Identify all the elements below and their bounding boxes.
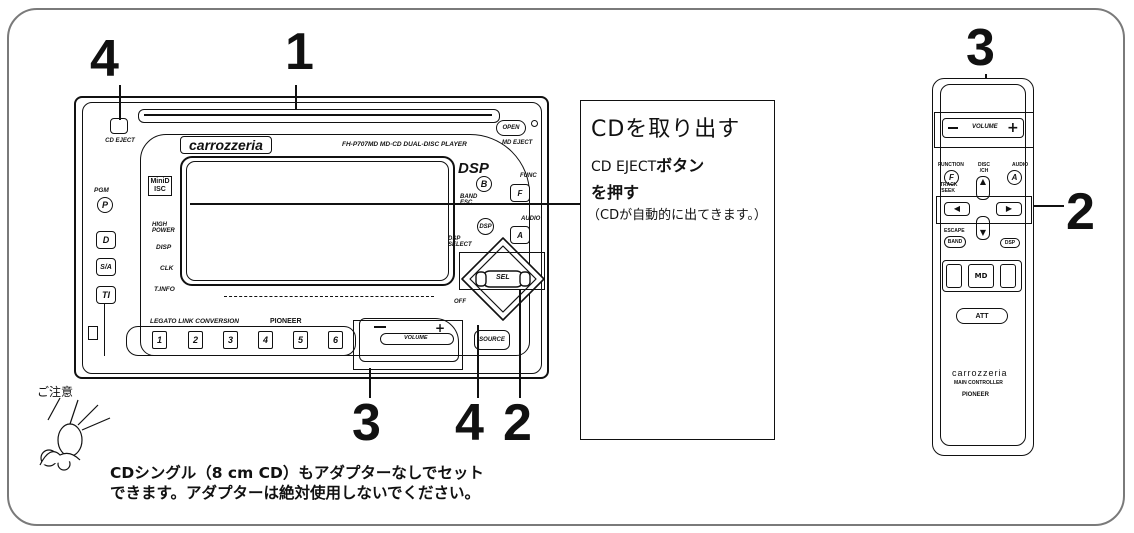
instruction-title: CDを取り出す [591,117,741,142]
features-label: LEGATO LINK CONVERSION [150,318,239,325]
remote-function-label: FUNCTION [938,162,964,168]
audio-button[interactable]: A [510,226,530,244]
remote-tuner-button[interactable] [1000,264,1016,288]
ti-button[interactable]: TI [96,286,116,304]
caution-note: CDシングル（8 cm CD）もアダプターなしでセット できます。アダプターは絶… [110,463,484,503]
source-button[interactable]: SOURCE [474,330,510,350]
joystick-highlight-box [459,252,545,290]
remote-pioneer-logo: PIONEER [962,392,990,398]
remote-controller: VOLUME + FUNCTION DISC /CH AUDIO F A ▲ ▼… [932,78,1034,456]
volume-plus-icon: + [435,321,446,335]
step-number-2-remote: 2 [1066,183,1095,241]
dsp-button[interactable]: DSP [477,218,494,235]
caution-label: ご注意 [37,385,74,399]
remote-up-button[interactable]: ▲ [976,176,990,200]
remote-att-button[interactable]: ATT [956,308,1008,324]
preset-row [126,326,356,356]
remote-volume-label: VOLUME [972,124,998,130]
remote-left-button[interactable]: ◀ [944,202,970,216]
step-number-4-top: 4 [90,30,119,88]
sa-button[interactable]: S/A [96,258,116,276]
remote-escape-label: ESCAPE [944,228,965,234]
remote-disc-ch-label: DISC /CH [978,162,990,174]
remote-track-seek-label: TRACK /SEEK [940,182,958,194]
minidisc-logo: MiniDISC [148,176,172,196]
level-indicator [224,290,434,297]
step-number-1: 1 [285,23,314,81]
step-number-4-bottom: 4 [455,394,484,452]
off-label: OFF [454,299,466,305]
preset-2-button[interactable]: 2 [188,331,203,349]
tinfo-label: T.INFO [154,286,175,293]
remote-brand-logo: carrozzeria [952,368,1008,378]
remote-down-button[interactable]: ▼ [976,216,990,240]
dsp-select-label: DSP SELECT [448,236,472,248]
caution-illustration [39,397,111,471]
audio-label: AUDIO [521,216,541,222]
dsp-logo: DSP [458,160,489,177]
brand-logo: carrozzeria [180,136,272,154]
preset-1-button[interactable]: 1 [152,331,167,349]
p-button[interactable]: P [97,197,113,213]
preset-4-button[interactable]: 4 [258,331,273,349]
remote-right-button[interactable]: ▶ [996,202,1022,216]
open-button[interactable]: OPEN [496,120,526,136]
display-screen [180,156,455,286]
band-button[interactable]: B [476,176,492,192]
remote-main-controller-label: MAIN CONTROLLER [954,380,1003,386]
disp-label: DISP [156,244,172,251]
remote-volume-bar[interactable] [942,118,1024,138]
volume-panel [359,318,459,362]
instruction-line-2: CD EJECTボタン [591,152,704,176]
remote-function-button[interactable]: F [944,170,959,185]
preset-3-button[interactable]: 3 [223,331,238,349]
pgm-label: PGM [94,187,109,194]
instruction-button-word: ボタン [656,156,705,175]
cd-eject-label: CD EJECT [105,138,135,144]
step-number-2-bottom: 2 [503,394,532,452]
remote-minus-icon [948,127,958,129]
caution-note-line-1: CDシングル（8 cm CD）もアダプターなしでセット [110,464,484,482]
head-unit: CD EJECT OPEN MD EJECT carrozzeria FH-P7… [74,96,549,379]
d-button[interactable]: D [96,231,116,249]
remote-audio-label: AUDIO [1012,162,1029,168]
remote-plus-icon: + [1007,120,1019,136]
volume-minus-icon [374,326,386,328]
remote-seek-highlight [936,196,1032,224]
remote-audio-button[interactable]: A [1007,170,1022,185]
instruction-line-4: （CDが自動的に出てきます。） [587,208,767,223]
step-number-3-bottom: 3 [352,394,381,452]
high-power-label: HIGH POWER [152,222,175,234]
clk-label: CLK [160,265,174,272]
step-number-3-remote: 3 [966,19,995,77]
preset-5-button[interactable]: 5 [293,331,308,349]
cd-eject-instruction-box: CDを取り出す CD EJECTボタン を押す （CDが自動的に出てきます。） [580,100,775,440]
sel-label: SEL [496,274,510,281]
caution-note-line-2: できます。アダプターは絶対使用しないでください。 [110,484,480,502]
func-label: FUNC [520,173,537,179]
instruction-cd-eject: CD EJECT [591,159,657,175]
volume-highlight-box [353,320,463,370]
volume-slider[interactable] [380,333,454,345]
preset-6-button[interactable]: 6 [328,331,343,349]
func-button[interactable]: F [510,184,530,202]
volume-label: VOLUME [404,335,428,341]
pioneer-logo: PIONEER [270,318,302,325]
md-eject-label: MD EJECT [502,140,533,146]
instruction-line-3: を押す [591,183,640,202]
remote-volume-highlight [934,112,1034,148]
remote-band-button[interactable]: BAND [944,236,966,248]
remote-power-button[interactable] [946,264,962,288]
cd-logo [88,326,98,340]
disc-slot[interactable] [138,109,500,123]
remote-md-button[interactable]: MD [968,264,994,288]
remote-dsp-button[interactable]: DSP [1000,238,1020,248]
model-label: FH-P707MD MD·CD DUAL-DISC PLAYER [342,141,467,148]
